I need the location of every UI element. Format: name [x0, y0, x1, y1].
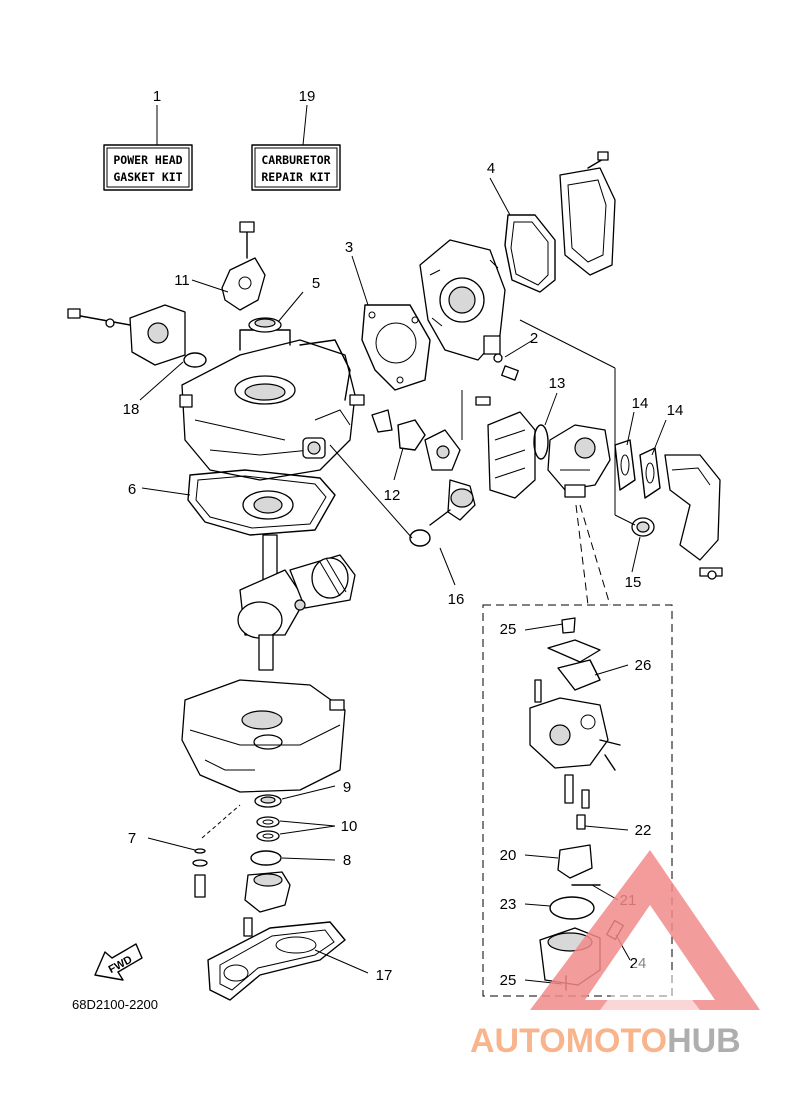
- part-intake-manifold: [631, 454, 723, 580]
- part-intake-silencer: [487, 411, 549, 499]
- part-oil-seal-5: [248, 291, 304, 333]
- callout-22: 22: [635, 822, 652, 839]
- callout-4: 4: [487, 160, 495, 177]
- part-bracket-11: [221, 221, 266, 311]
- callout-10: 10: [341, 818, 358, 835]
- watermark-part-2: HUB: [667, 1022, 741, 1060]
- callout-1: 1: [153, 88, 161, 105]
- callout-26: 26: [635, 657, 652, 674]
- diagram-code: 68D2100-2200: [72, 997, 158, 1012]
- callout-25b: 25: [500, 972, 517, 989]
- part-carburetor: [547, 424, 611, 498]
- part-intake-parts: [371, 390, 491, 547]
- part-carb-top-cover: [547, 617, 601, 691]
- part-gaskets-14: [614, 439, 661, 499]
- part-thermostat-cover: [67, 304, 207, 368]
- part-gasket-6: [187, 469, 336, 536]
- callout-23: 23: [500, 896, 517, 913]
- callout-2: 2: [530, 330, 538, 347]
- leader-lines: [139, 177, 667, 974]
- kit-line-2: GASKET KIT: [113, 170, 182, 184]
- kit-line-1: POWER HEAD: [113, 153, 182, 167]
- watermark-part-1: AUTOMOTO: [470, 1022, 667, 1060]
- part-crankshaft-piston: [237, 534, 356, 671]
- part-cylinder-head: [419, 239, 519, 381]
- callout-20: 20: [500, 847, 517, 864]
- kit-line-2: REPAIR KIT: [261, 170, 330, 184]
- callout-14a: 14: [632, 395, 649, 412]
- callout-5: 5: [312, 275, 320, 292]
- part-carb-body-detail: [529, 679, 621, 830]
- callout-25a: 25: [500, 621, 517, 638]
- callout-11: 11: [174, 272, 190, 289]
- callout-16: 16: [448, 591, 465, 608]
- callout-8: 8: [343, 852, 351, 869]
- part-crankcase: [181, 679, 346, 793]
- fwd-arrow: FWD: [94, 943, 143, 981]
- part-gasket-17: [207, 921, 346, 1001]
- callout-18: 18: [123, 401, 140, 418]
- part-gasket-3: [361, 304, 431, 391]
- callout-13: 13: [549, 375, 566, 392]
- part-cover-gasket-4: [504, 151, 616, 293]
- part-cylinder-block: [179, 329, 365, 481]
- callout-6: 6: [128, 481, 136, 498]
- callout-9: 9: [343, 779, 351, 796]
- callout-3: 3: [345, 239, 353, 256]
- callout-14b: 14: [667, 402, 684, 419]
- kit-line-1: CARBURETOR: [261, 153, 330, 167]
- callout-17: 17: [376, 967, 393, 984]
- callout-12: 12: [384, 487, 401, 504]
- callout-15: 15: [625, 574, 642, 591]
- callout-19: 19: [299, 88, 316, 105]
- watermark: AUTOMOTOHUB: [470, 850, 760, 1060]
- part-gasket-23: [549, 896, 595, 920]
- callout-7: 7: [128, 830, 136, 847]
- part-float-20: [557, 844, 601, 886]
- kit-box-carburetor-repair: CARBURETOR REPAIR KIT 19: [251, 88, 341, 191]
- part-seals-9-10-8: [192, 794, 291, 937]
- watermark-text: AUTOMOTOHUB: [470, 1022, 741, 1060]
- kit-box-power-head-gasket: POWER HEAD GASKET KIT 1: [103, 88, 193, 191]
